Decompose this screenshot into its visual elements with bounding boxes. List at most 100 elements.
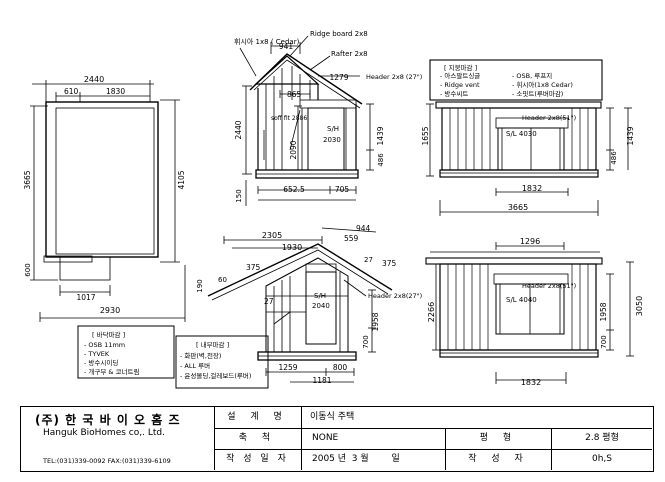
side-bottom-window-label: S/L 4040 [506,296,537,304]
side-bottom-dim-mid-h: 1958 [599,302,608,321]
drawing-name-label: 설 계 명 [214,407,302,428]
side-top-dim-total: 3665 [508,203,528,212]
front-dim-overhang: 1279 [329,73,348,82]
side-elevation-top: [ 지붕마감 ] - 아스팔트싱글 - OSB, 루프지 - Ridge ven… [421,59,635,216]
front-elevation: S/H 2030 941 Ridge board 2x8 Rafter 2x8 … [234,30,422,206]
front-dim-bottom-left: 652.5 [283,185,305,194]
area-value: 2.8 평형 [585,433,619,443]
side-bottom-dim-right-h: 3050 [635,296,644,316]
company-name-kr: (주) 한 국 바 이 오 홈 즈 [35,413,181,427]
side-top-dim-sill: 486 [610,151,618,165]
interior-notes-title: [ 내부마감 ] [196,340,229,349]
front-dim-top: 941 [279,42,294,51]
section-dim-bottom-a: 1259 [278,363,297,372]
side-bottom-dim-left-h: 2266 [427,302,436,322]
front-door-size: 2030 [323,136,341,144]
plan-dim-total-h: 4105 [177,170,186,189]
front-header-label: Header 2x8 (27") [366,73,422,81]
section-dim-pitch: 27 [264,297,274,306]
front-ridge-label: Ridge board 2x8 [310,30,368,38]
section-dim-wall: 944 [356,224,371,233]
front-dim-inner: 865 [287,90,302,99]
section-dim-right-h: 1958 [371,312,380,331]
roof-note-6: - 소핏트(루버마감) [512,89,563,98]
author-value: 0h,S [591,454,612,464]
interior-note-0: - 화판(벽,천장) [180,351,221,360]
title-block: (주) 한 국 바 이 오 홈 즈 Hanguk BioHomes co,. L… [20,406,654,472]
side-top-dim-left-h: 1655 [421,126,430,145]
floor-plan: 2440 610 1830 3665 4105 600 1017 2930 [23,75,186,322]
section-dim-top-a: 2305 [262,231,282,240]
section-dim-bottom-b: 800 [333,363,348,372]
section-header-label: Header 2x8(27") [368,292,422,300]
scale-value: NONE [302,428,446,449]
roof-note-0: [ 지붕마감 ] [444,63,477,72]
section-dim-top-b: 1930 [282,243,302,252]
section-dim-peak: 60 [218,276,227,284]
floor-notes-box: [ 바닥마감 ] - OSB 11mm - TYVEK - 방수시이딩 - 개구… [77,325,175,379]
roof-note-5: - 방수씨트 [440,89,468,98]
front-dim-bottom-right: 705 [335,185,350,194]
roof-note-1: - 아스팔트싱글 [440,71,480,80]
area-label: 평 형 [446,428,552,449]
front-dim-right-h: 1439 [376,126,385,145]
author-label: 작 성 자 [446,449,552,470]
plan-dim-left-part: 610 [64,87,79,96]
floor-notes-title: [ 바닥마감 ] [92,330,125,339]
drawing-name-value: 이동식 주택 [310,412,355,422]
section-door-label: S/H [314,292,326,300]
title-row-scale: 축 척 NONE 평 형 2.8 평형 [214,428,652,450]
front-fascia-label: 휘시아 1x8 ( Cedar) [234,37,300,46]
section-dim-base: 700 [362,335,370,348]
plan-dim-top: 2440 [84,75,104,84]
section-dim-bottom-c: 1181 [312,376,331,385]
section-dim-ridge: 559 [344,234,359,243]
section-pitch-angle: 27 [364,256,373,264]
floor-note-1: - TYVEK [84,350,110,358]
date-value: 2005 년 3 월 일 [302,449,446,470]
side-top-header-label: Header 2x8(51") [522,114,576,122]
floor-note-2: - 방수시이딩 [84,358,118,367]
side-top-dim-right-h: 1439 [626,126,635,145]
front-rafter-label: Rafter 2x8 [331,50,368,58]
company-contact: TEL:(031)339-0092 FAX:(031)339-6109 [43,457,171,465]
plan-dim-bottom-total: 2930 [100,306,120,315]
front-dim-sill: 486 [377,153,385,167]
front-dim-base: 150 [235,189,243,202]
front-dim-door-h: 2090 [289,140,298,159]
roof-note-3: - Ridge vent [440,81,480,89]
roof-note-4: - 휘시아(1x8 Cedar) [512,80,573,89]
plan-dim-height: 3665 [23,170,32,189]
plan-dim-right-part: 1830 [106,87,125,96]
scale-label: 축 척 [214,428,302,449]
side-bottom-dim-top: 1296 [520,237,540,246]
floor-note-3: - 개구부 & 코너트림 [84,367,139,376]
front-soffit-label: soff fit 2886 [271,115,307,122]
company-name-en: Hanguk BioHomes co,. Ltd. [43,428,165,438]
front-dim-height: 2440 [234,120,243,139]
interior-note-1: - ALL 루버 [180,361,210,370]
section-dim-left-h: 190 [196,279,204,292]
section-door-size: 2040 [312,302,330,310]
interior-notes-box: [ 내부마감 ] - 화판(벽,천장) - ALL 루버 - 윤성몰딩,걸레보드… [175,335,269,389]
floor-note-0: - OSB 11mm [84,341,125,349]
side-bottom-dim-base: 700 [600,335,608,348]
plan-dim-bottom-inner: 1017 [76,293,95,302]
interior-note-2: - 윤성몰딩,걸레보드(루버) [180,371,251,380]
title-row-drawing: 설 계 명 이동식 주택 [214,407,652,429]
section-dim-eave-l: 375 [246,263,261,272]
section-view: S/H 2040 Header 2x8(27") 2305 1930 944 5… [196,224,422,385]
side-elevation-bottom: Header 2x8(51") S/L 4040 1296 2266 1958 … [425,237,644,387]
title-row-date: 작 성 일 자 2005 년 3 월 일 작 성 자 0h,S [214,449,652,470]
roof-note-2: - OSB, 루프지 [512,71,552,80]
date-label: 작 성 일 자 [214,449,302,470]
side-bottom-dim-window-w: 1832 [521,378,541,387]
side-top-dim-window-w: 1832 [522,184,542,193]
company-block: (주) 한 국 바 이 오 홈 즈 Hanguk BioHomes co,. L… [21,407,215,470]
side-bottom-header-label: Header 2x8(51") [522,282,576,290]
side-top-window-label: S/L 4030 [506,130,537,138]
plan-dim-small-side: 600 [24,263,32,276]
front-door-label: S/H [327,125,339,133]
